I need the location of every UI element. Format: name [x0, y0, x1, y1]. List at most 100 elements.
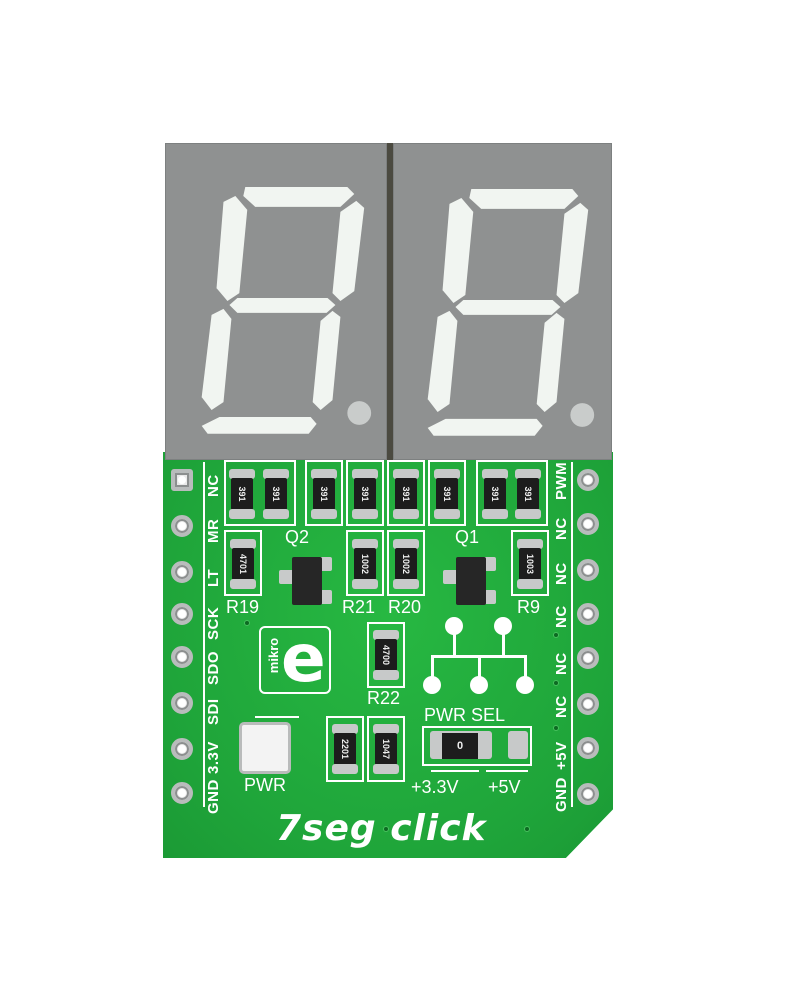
pin-label-right-6: NC: [553, 695, 570, 718]
resistor-segment-6: 391: [434, 469, 460, 519]
rpwr-outline: [326, 716, 364, 782]
pin-left-4[interactable]: [171, 603, 193, 625]
via: [244, 620, 250, 626]
via: [524, 826, 530, 832]
seven-segment-display-left: [165, 143, 387, 460]
left-pin-divider-line: [203, 462, 205, 807]
resistor-r9: 1003: [517, 539, 543, 589]
resistor-r20: 1002: [393, 539, 419, 589]
r21-outline: [346, 530, 384, 596]
resistor-outline: [224, 460, 296, 526]
pin-label-left-8: GND: [205, 779, 222, 814]
r9-outline: [511, 530, 549, 596]
via: [553, 632, 559, 638]
mikroe-logo: mikro e: [259, 620, 331, 697]
pin-label-left-7: 3.3V: [205, 741, 222, 774]
pin-left-8[interactable]: [171, 782, 193, 804]
resistor-outline: [346, 460, 384, 526]
pin-label-right-8: GND: [553, 777, 570, 812]
pin-label-left-2: MR: [205, 518, 222, 543]
r19-outline: [224, 530, 262, 596]
pin-right-2[interactable]: [577, 513, 599, 535]
pin-label-right-3: NC: [553, 562, 570, 585]
resistor-r21: 1002: [352, 539, 378, 589]
pin-left-2[interactable]: [171, 515, 193, 537]
pin-label-right-1: PWM: [553, 461, 570, 500]
pin-left-3[interactable]: [171, 561, 193, 583]
label-r20: R20: [388, 597, 422, 617]
pin-left-1[interactable]: [171, 469, 193, 491]
pin-right-7[interactable]: [577, 737, 599, 759]
resistor-r22: 4700: [373, 630, 399, 680]
resistor-pwr-led: 2201: [332, 724, 358, 774]
resistor-segment-2: 391: [263, 469, 289, 519]
resistor-segment-7: 391: [482, 469, 508, 519]
logo-text-mikro: mikro: [266, 637, 282, 674]
pin-right-5[interactable]: [577, 647, 599, 669]
pin-label-right-4: NC: [553, 605, 570, 628]
pin-label-left-5: SDO: [205, 650, 222, 685]
via: [553, 680, 559, 686]
label-r21: R21: [342, 597, 376, 617]
pin-right-1[interactable]: [577, 469, 599, 491]
pin-label-left-4: SCK: [205, 606, 222, 640]
pin-right-4[interactable]: [577, 603, 599, 625]
label-pwr-sel: PWR SEL: [424, 705, 506, 725]
pin-label-right-7: +5V: [553, 741, 570, 770]
label-q2: Q2: [285, 527, 310, 547]
label-q1: Q1: [455, 527, 480, 547]
display-divider: [387, 143, 393, 460]
resistor-outline: [387, 460, 425, 526]
label-r22: R22: [367, 688, 401, 708]
via: [342, 826, 348, 832]
resistor-bottom: 1047: [373, 724, 399, 774]
label-pwr-led: PWR: [244, 775, 286, 795]
pin-left-7[interactable]: [171, 738, 193, 760]
resistor-segment-8: 391: [515, 469, 541, 519]
transistor-q2: [292, 557, 322, 605]
jumper-resistor[interactable]: 0: [442, 733, 478, 759]
r22-outline: [367, 622, 405, 688]
board-title: 7seg click: [276, 808, 487, 849]
label-r19: R19: [226, 597, 260, 617]
pin-label-right-2: NC: [553, 517, 570, 540]
jumper-outline: [422, 726, 532, 766]
pin-label-right-5: NC: [553, 652, 570, 675]
pin-right-6[interactable]: [577, 693, 599, 715]
resistor-outline: [428, 460, 466, 526]
silk-line: [255, 716, 299, 718]
pin-right-8[interactable]: [577, 783, 599, 805]
power-led: [239, 722, 291, 774]
pin-right-3[interactable]: [577, 559, 599, 581]
digit-segments-right: [427, 189, 595, 436]
jumper-code: 0: [456, 740, 464, 752]
label-5v: +5V: [488, 777, 521, 797]
label-r9: R9: [517, 597, 541, 617]
pin-label-left-1: NC: [205, 474, 222, 497]
resistor-outline: [305, 460, 343, 526]
pin-label-left-3: LT: [205, 568, 222, 587]
q2-pad: [279, 570, 295, 584]
logo-letter-e: e: [281, 620, 326, 697]
resistor-outline: [476, 460, 548, 526]
pin-left-5[interactable]: [171, 646, 193, 668]
q1-pad: [443, 570, 459, 584]
resistor-segment-5: 391: [393, 469, 419, 519]
via: [553, 725, 559, 731]
right-pin-divider-line: [571, 462, 573, 807]
transistor-q1: [456, 557, 486, 605]
via: [383, 826, 389, 832]
digit-segments-left: [201, 187, 372, 434]
r20-outline: [387, 530, 425, 596]
rbottom-outline: [367, 716, 405, 782]
label-3v3: +3.3V: [411, 777, 459, 797]
resistor-r19: 4701: [230, 539, 256, 589]
resistor-segment-1: 391: [229, 469, 255, 519]
silk-line: [431, 770, 479, 772]
resistor-segment-3: 391: [311, 469, 337, 519]
seven-segment-display-right: [393, 143, 612, 460]
pin-left-6[interactable]: [171, 692, 193, 714]
resistor-segment-4: 391: [352, 469, 378, 519]
pin-label-left-6: SDI: [205, 698, 222, 725]
jumper-pad-5v[interactable]: [508, 731, 528, 759]
